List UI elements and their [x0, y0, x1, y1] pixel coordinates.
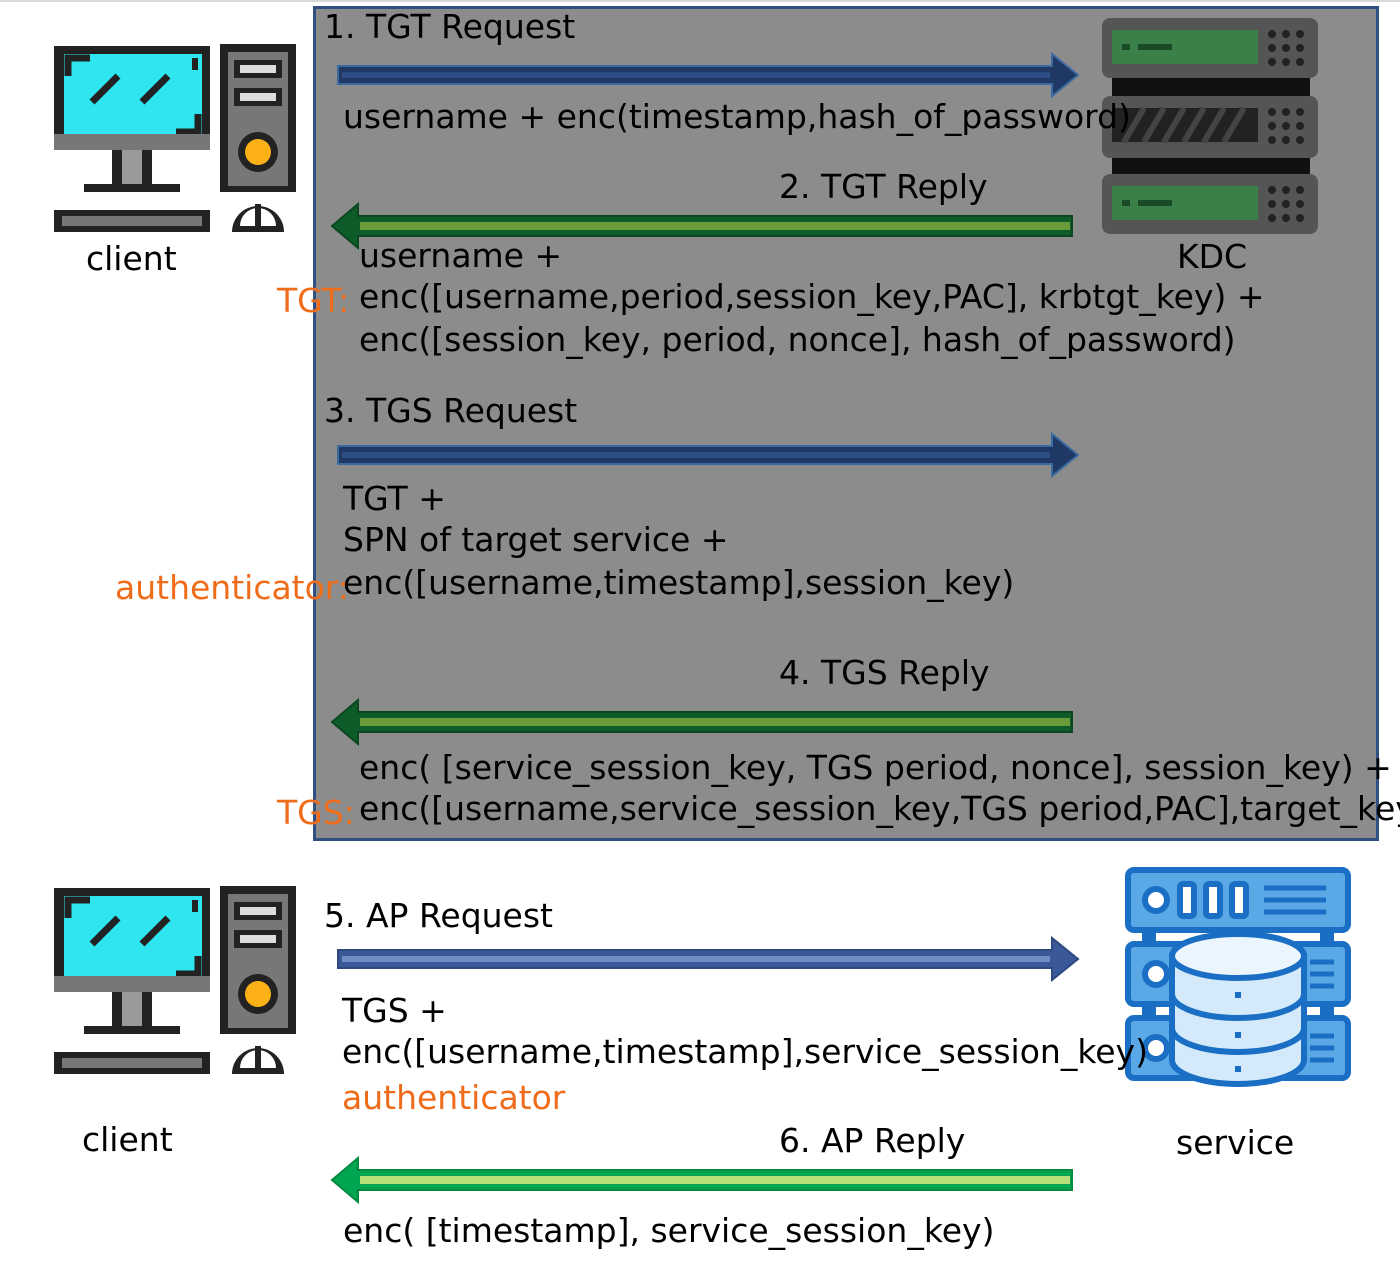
tgs-reply-arrow [330, 697, 1073, 747]
step2-title: 2. TGT Reply [779, 167, 988, 206]
step1-body: username + enc(timestamp,hash_of_passwor… [343, 97, 1131, 136]
step2-line2: enc([username,period,session_key,PAC], k… [359, 277, 1265, 316]
step4-title: 4. TGS Reply [779, 653, 990, 692]
tgs-request-arrow [337, 431, 1080, 479]
client-label-top: client [86, 239, 177, 278]
client-label-bottom: client [82, 1120, 173, 1159]
tgt-request-arrow [337, 51, 1080, 99]
step4-line1: enc( [service_session_key, TGS period, n… [359, 748, 1392, 787]
step4-line2: enc([username,service_session_key,TGS pe… [359, 789, 1400, 828]
step3-line3: enc([username,timestamp],session_key) [343, 563, 1015, 602]
authenticator-label-bottom: authenticator [342, 1078, 566, 1117]
server-rack-icon [1102, 18, 1318, 234]
step5-line1: TGS + [342, 991, 447, 1030]
step3-title: 3. TGS Request [324, 391, 578, 430]
database-server-icon [1125, 867, 1351, 1087]
desktop-computer-icon [54, 44, 296, 232]
authenticator-label: authenticator: [115, 568, 349, 607]
step2-line3: enc([session_key, period, nonce], hash_o… [359, 320, 1236, 359]
desktop-computer-icon [54, 886, 296, 1074]
tgt-label: TGT: [277, 281, 350, 320]
step1-title: 1. TGT Request [324, 7, 576, 46]
tgt-reply-arrow [330, 201, 1073, 251]
step3-line2: SPN of target service + [343, 520, 729, 559]
step6-title: 6. AP Reply [779, 1121, 966, 1160]
step2-line1: username + [359, 236, 563, 275]
step5-line2: enc([username,timestamp],service_session… [342, 1032, 1148, 1071]
tgs-label: TGS: [277, 793, 355, 832]
kdc-label: KDC [1177, 237, 1248, 276]
top-divider [0, 0, 1400, 2]
step3-line1: TGT + [343, 479, 446, 518]
ap-request-arrow [337, 935, 1080, 983]
service-label: service [1176, 1123, 1295, 1162]
step6-line1: enc( [timestamp], service_session_key) [343, 1211, 995, 1250]
step5-title: 5. AP Request [324, 896, 553, 935]
ap-reply-arrow [330, 1155, 1073, 1205]
